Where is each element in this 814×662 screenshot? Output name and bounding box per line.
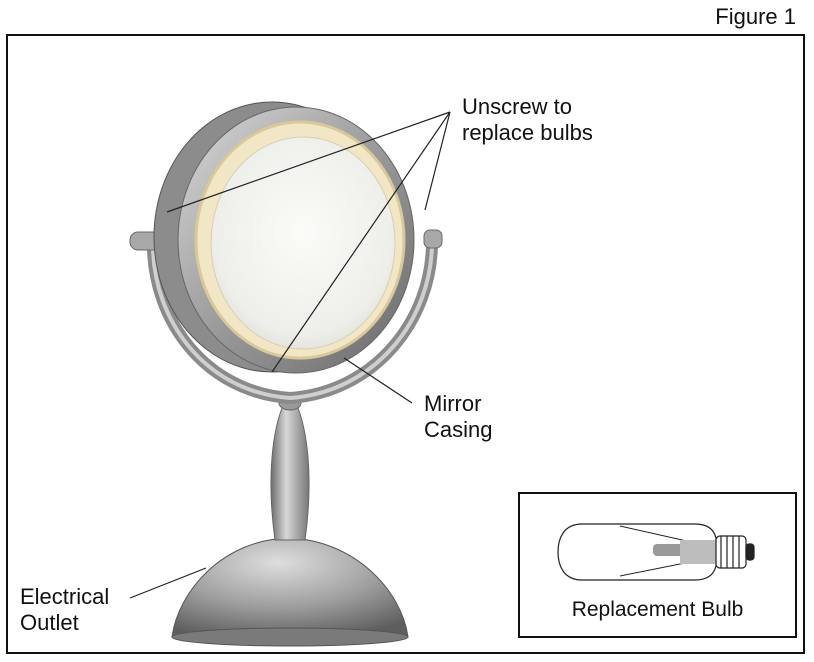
bulb-screw-base [715, 535, 755, 569]
callout-casing-line1: Mirror [424, 391, 482, 416]
replacement-bulb-inset: Replacement Bulb [518, 492, 797, 638]
mirror-glass [194, 120, 406, 360]
leader-lines [129, 111, 451, 599]
figure-frame [6, 34, 805, 654]
mirror-stem [270, 395, 310, 541]
figure-label: Figure 1 [715, 4, 796, 29]
mirror-yoke [129, 229, 443, 405]
callout-casing-line2: Casing [424, 417, 493, 442]
replacement-bulb-icon [557, 523, 755, 581]
callout-outlet-line2: Outlet [20, 610, 79, 635]
bulb-caption: Replacement Bulb [571, 598, 744, 621]
callout-electrical-outlet: Electrical Outlet [20, 584, 109, 636]
callout-bulbs-line2: replace bulbs [462, 120, 593, 145]
callout-bulbs-line1: Unscrew to [462, 94, 573, 119]
mirror-base [171, 537, 409, 647]
callout-unscrew-bulbs: Unscrew to replace bulbs [462, 94, 593, 146]
callout-outlet-line1: Electrical [20, 584, 110, 609]
callout-mirror-casing: Mirror Casing [424, 391, 492, 443]
